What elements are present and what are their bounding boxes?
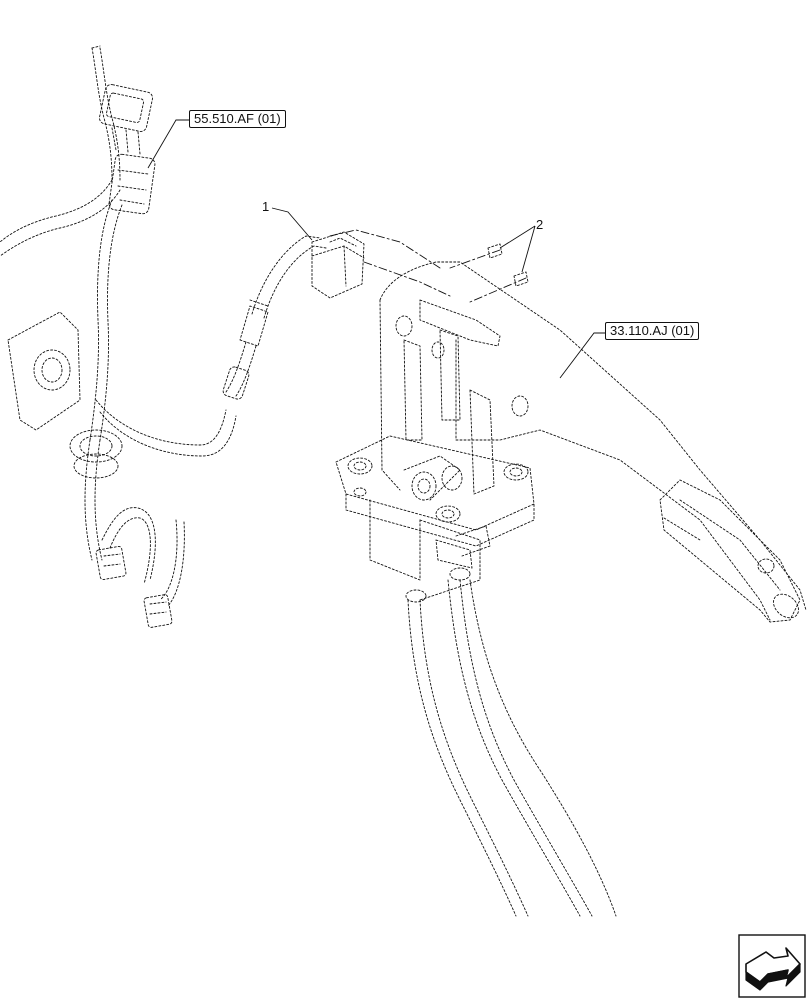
wiring-harness [0,45,237,607]
reference-label-harness[interactable]: 55.510.AF (01) [189,110,286,128]
part-2-screws [449,243,529,303]
harness-connectors-lower [95,545,173,628]
callout-part-1: 1 [262,199,270,214]
grommet-plate [7,311,123,479]
part-1-sensor-lead [222,229,451,400]
next-page-button[interactable] [738,934,806,998]
leader-55 [147,119,189,169]
leader-2b [521,225,536,273]
brake-hoses [407,579,617,917]
handbrake-base-switch [335,435,535,603]
harness-connector-upper [99,84,156,215]
leader-2a [499,225,536,249]
leader-33 [559,332,605,379]
callout-part-2: 2 [536,217,544,232]
next-page-arrow-icon [738,934,806,998]
handbrake-lever [379,261,807,623]
reference-label-lever[interactable]: 33.110.AJ (01) [605,322,700,340]
leader-1 [271,207,313,241]
